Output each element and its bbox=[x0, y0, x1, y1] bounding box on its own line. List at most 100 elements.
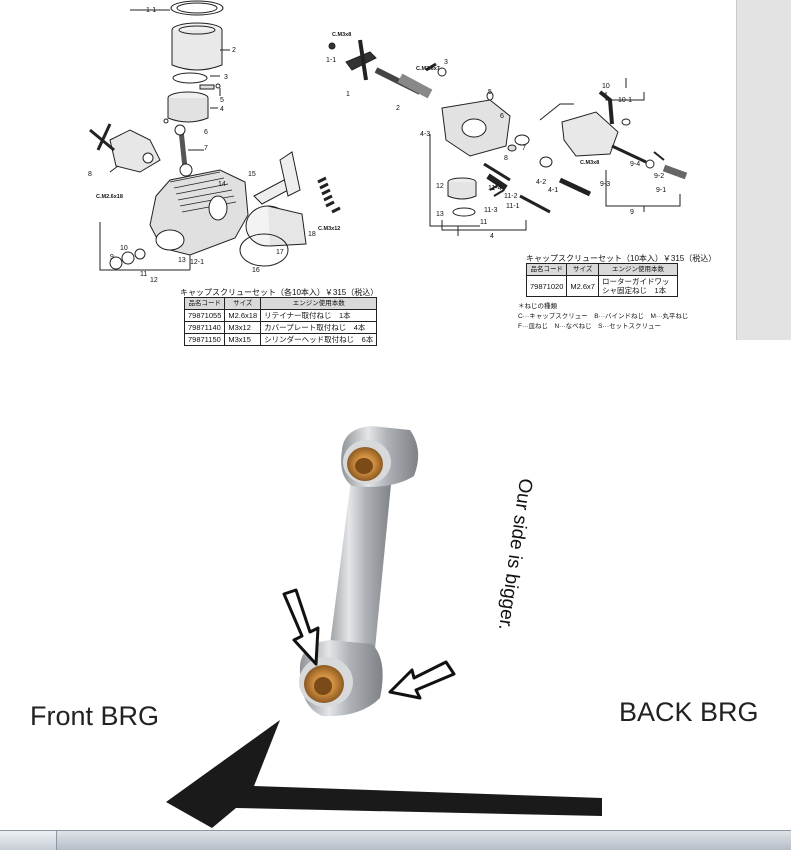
table-cell: リテイナー取付ねじ 1本 bbox=[260, 309, 378, 322]
table-cell: シリンダーヘッド取付ねじ 6本 bbox=[260, 333, 378, 346]
exploded-diagram: 1-1 2 3 4 5 6 7 8 C.M2.6x18 9 10 11 12 1… bbox=[70, 0, 720, 346]
diagram-label: 12 bbox=[436, 183, 444, 190]
diagram-label: C.M2.6x7 bbox=[416, 66, 440, 72]
diagram-label: 10 bbox=[602, 83, 610, 90]
legend-line: C···キャップスクリュー B···バインドねじ M···丸平ねじ bbox=[518, 313, 689, 320]
diagram-label: 9-2 bbox=[654, 173, 664, 180]
diagram-label: 9 bbox=[110, 254, 114, 261]
diagram-label: C.M3x8 bbox=[580, 160, 599, 166]
diagram-label: 2 bbox=[232, 47, 236, 54]
table-cell: M2.6x7 bbox=[566, 275, 599, 297]
legend-line: F···皿ねじ N···なべねじ S···セットスクリュー bbox=[518, 323, 661, 330]
diagram-label: 13 bbox=[178, 257, 186, 264]
front-bearing-label: Front BRG bbox=[30, 701, 160, 731]
pointer-arrow-left bbox=[388, 660, 456, 700]
diagram-label: 4-1 bbox=[548, 187, 558, 194]
direction-arrow bbox=[166, 720, 602, 828]
diagram-label: 11-1 bbox=[506, 203, 520, 210]
diagram-label: 10-1 bbox=[618, 97, 632, 104]
diagram-label: 7 bbox=[204, 145, 208, 152]
diagram-label: 18 bbox=[308, 231, 316, 238]
column-header: エンジン使用本数 bbox=[597, 263, 678, 276]
conrod-photo-area: Front BRG BACK BRG Our side is bigger. bbox=[0, 340, 791, 830]
diagram-label: C.M2.6x18 bbox=[96, 194, 123, 200]
diagram-label: 4-2 bbox=[536, 179, 546, 186]
diagram-label: 11-3 bbox=[484, 207, 498, 214]
table-cell: M3x15 bbox=[224, 333, 262, 346]
diagram-label: 3 bbox=[224, 74, 228, 81]
diagram-label: 11-4 bbox=[488, 185, 502, 192]
diagram-label: 11 bbox=[140, 271, 147, 278]
diagram-label: 6 bbox=[204, 129, 208, 136]
conrod-photo bbox=[166, 426, 602, 828]
table-cell: カバープレート取付ねじ 4本 bbox=[260, 321, 378, 334]
left-part-labels: 1-1 2 3 4 5 6 7 8 C.M2.6x18 9 10 11 12 1… bbox=[88, 7, 340, 284]
table-row: 79871140 M3x12 カバープレート取付ねじ 4本 bbox=[183, 321, 378, 334]
table-header-row: 品名コード サイズ エンジン使用本数 bbox=[525, 263, 678, 276]
left-parts-table: 品名コード サイズ エンジン使用本数 79871055 M2.6x18 リテイナ… bbox=[183, 297, 378, 346]
left-table-caption: キャップスクリューセット（各10本入）￥315（税込） bbox=[180, 288, 379, 297]
column-header: 品名コード bbox=[183, 297, 226, 310]
diagram-label: 9-3 bbox=[600, 181, 610, 188]
diagram-label: 1-1 bbox=[146, 7, 156, 14]
diagram-label: 5 bbox=[220, 97, 224, 104]
table-header-row: 品名コード サイズ エンジン使用本数 bbox=[183, 297, 378, 310]
diagram-label: 12 bbox=[150, 277, 158, 284]
conrod-small-end bbox=[341, 426, 419, 487]
diagram-label: 13 bbox=[436, 211, 444, 218]
right-part-labels: C.M3x8 1-1 1 2 C.M2.6x7 3 4-3 5 6 7 8 12… bbox=[326, 32, 666, 240]
diagram-label: 3 bbox=[444, 59, 448, 66]
screw-legend: ＊ねじの種類 C···キャップスクリュー B···バインドねじ M···丸平ねじ… bbox=[518, 302, 688, 332]
table-cell: M3x12 bbox=[224, 321, 262, 334]
column-header: エンジン使用本数 bbox=[260, 297, 378, 310]
diagram-label: 7 bbox=[522, 145, 526, 152]
parts-sheet: 1-1 2 3 4 5 6 7 8 C.M2.6x18 9 10 11 12 1… bbox=[0, 0, 791, 346]
diagram-label: 1-1 bbox=[326, 57, 336, 64]
table-cell: M2.6x18 bbox=[224, 309, 262, 322]
table-row: 79871150 M3x15 シリンダーヘッド取付ねじ 6本 bbox=[183, 333, 378, 346]
diagram-label: 9-4 bbox=[630, 161, 640, 168]
diagram-label: 8 bbox=[504, 155, 508, 162]
table-cell: 79871020 bbox=[525, 275, 568, 297]
conrod-shank bbox=[326, 472, 392, 680]
pointer-arrow-down bbox=[282, 588, 320, 666]
diagram-label: 1 bbox=[346, 91, 350, 98]
diagram-label: 6 bbox=[500, 113, 504, 120]
table-cell: ローターガイドワッシャ固定ねじ 1本 bbox=[597, 275, 678, 297]
diagram-label: 9-1 bbox=[656, 187, 666, 194]
diagram-label: 12-1 bbox=[190, 259, 204, 266]
bottom-bar bbox=[0, 830, 791, 850]
diagram-label: 17 bbox=[276, 249, 284, 256]
diagram-label: 11-2 bbox=[504, 193, 518, 200]
diagram-label: 16 bbox=[252, 267, 260, 274]
diagram-label: 10 bbox=[120, 245, 128, 252]
table-row: 79871020 M2.6x7 ローターガイドワッシャ固定ねじ 1本 bbox=[525, 275, 678, 297]
diagram-label: 11 bbox=[480, 219, 487, 226]
diagram-label: 4 bbox=[220, 106, 224, 113]
page-gutter bbox=[736, 0, 791, 340]
diagram-label: 14 bbox=[218, 181, 226, 188]
diagram-label: 5 bbox=[488, 89, 492, 96]
column-header: サイズ bbox=[566, 263, 599, 276]
bottom-bar-button[interactable] bbox=[0, 831, 57, 850]
table-cell: 79871055 bbox=[183, 309, 226, 322]
diagram-drawing: 1-1 2 3 4 5 6 7 8 C.M2.6x18 9 10 11 12 1… bbox=[88, 0, 688, 284]
column-header: 品名コード bbox=[525, 263, 568, 276]
diagram-label: 2 bbox=[396, 105, 400, 112]
table-cell: 79871140 bbox=[183, 321, 226, 334]
diagram-label: 15 bbox=[248, 171, 256, 178]
conrod-big-end bbox=[299, 640, 383, 717]
column-header: サイズ bbox=[224, 297, 262, 310]
diagram-label: 4-3 bbox=[420, 131, 430, 138]
right-table-caption: キャップスクリューセット（10本入）￥315（税込） bbox=[526, 254, 717, 263]
diagram-label: 4 bbox=[490, 233, 494, 240]
diagram-label: C.M3x12 bbox=[318, 226, 340, 232]
table-cell: 79871150 bbox=[183, 333, 226, 346]
diagram-label: 8 bbox=[88, 171, 92, 178]
diagram-label: C.M3x8 bbox=[332, 32, 351, 38]
table-row: 79871055 M2.6x18 リテイナー取付ねじ 1本 bbox=[183, 309, 378, 322]
diagram-label: 9 bbox=[630, 209, 634, 216]
back-bearing-label: BACK BRG bbox=[619, 697, 759, 727]
right-parts-table: 品名コード サイズ エンジン使用本数 79871020 M2.6x7 ローターガ… bbox=[525, 263, 678, 297]
legend-title: ＊ねじの種類 bbox=[518, 303, 557, 310]
